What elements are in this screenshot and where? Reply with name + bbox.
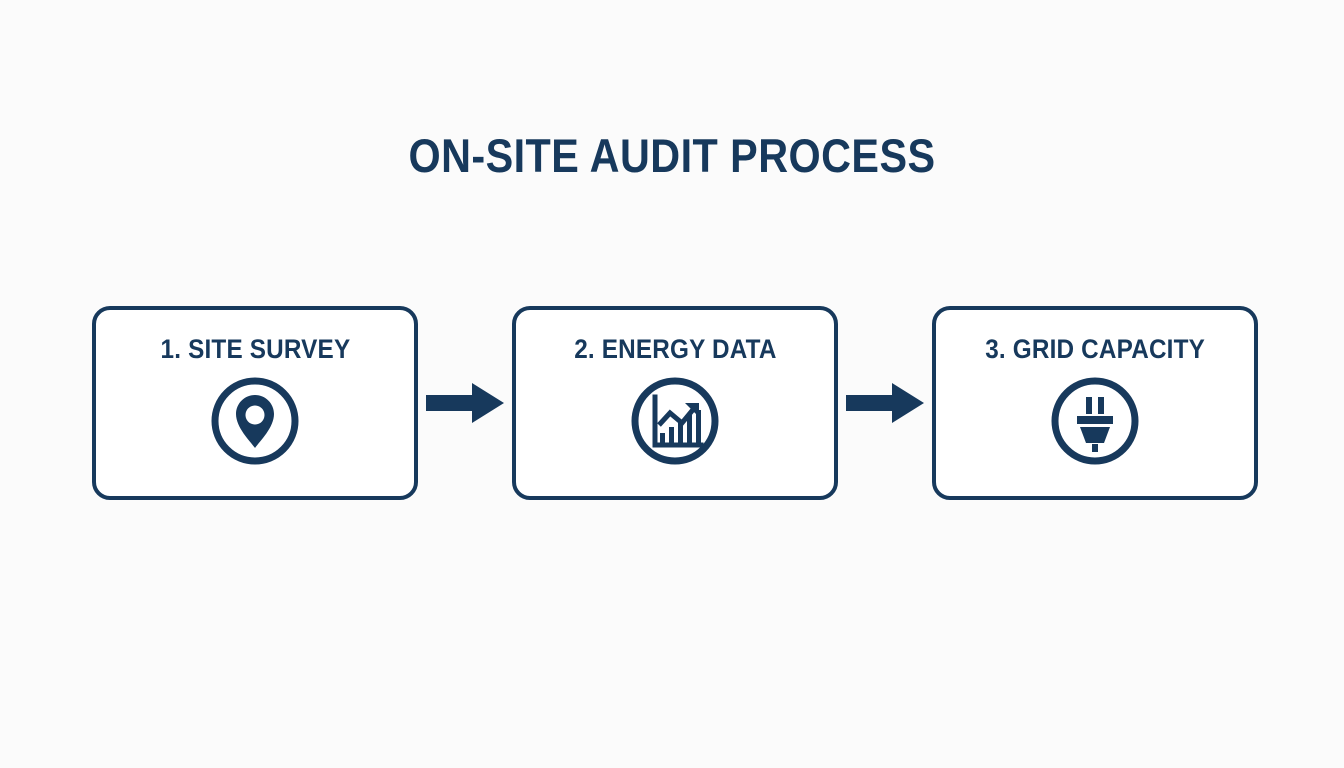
- step-label: 1. SITE SURVEY: [160, 334, 350, 364]
- power-plug-icon: [1047, 373, 1143, 469]
- arrow-right-icon: [846, 383, 924, 423]
- step-card-grid-capacity[interactable]: 3. GRID CAPACITY: [932, 306, 1258, 500]
- step-card-energy-data[interactable]: 2. ENERGY DATA: [512, 306, 838, 500]
- process-flow: 1. SITE SURVEY 2. ENERGY DATA: [92, 306, 1258, 500]
- step-label: 3. GRID CAPACITY: [985, 334, 1205, 364]
- step-label: 2. ENERGY DATA: [573, 334, 777, 364]
- step-card-site-survey[interactable]: 1. SITE SURVEY: [92, 306, 418, 500]
- bar-chart-growth-icon: [627, 373, 723, 469]
- map-pin-icon: [207, 373, 303, 469]
- arrow-right-icon: [426, 383, 504, 423]
- page-title: ON-SITE AUDIT PROCESS: [408, 129, 936, 182]
